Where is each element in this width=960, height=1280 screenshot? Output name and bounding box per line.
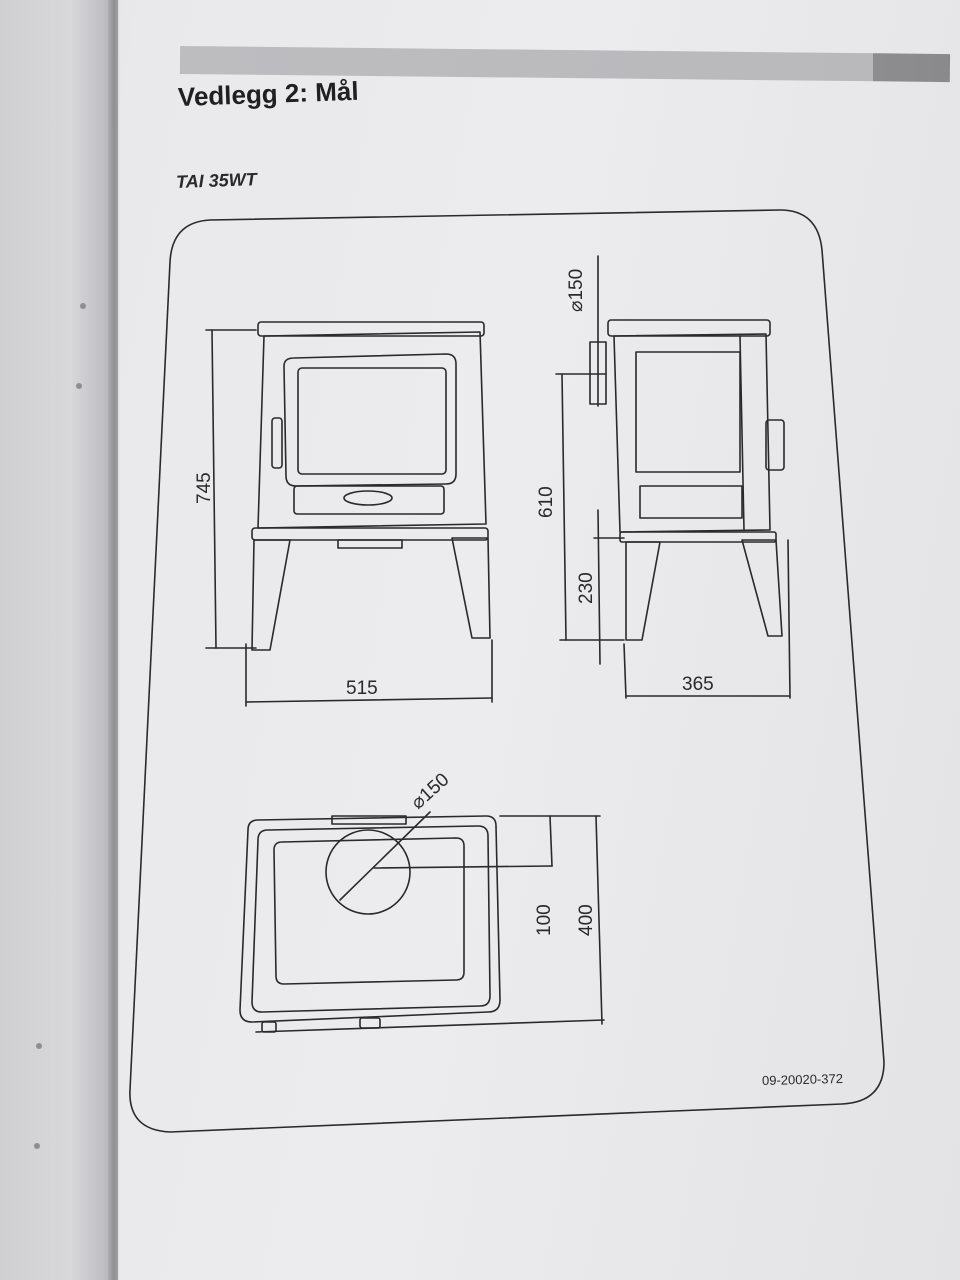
dim-side-flue-diameter: ⌀150 — [566, 269, 587, 312]
document-number: 09-20020-372 — [761, 1070, 844, 1089]
drawing-frame — [129, 209, 885, 1133]
dim-front-width: 515 — [346, 678, 378, 699]
binding-hole — [76, 383, 82, 389]
dim-top-depth: 400 — [576, 904, 597, 936]
dim-front-height: 745 — [194, 472, 215, 504]
dim-top-flue-diameter: ⌀150 — [407, 769, 453, 813]
binding-hole — [36, 1043, 42, 1049]
top-view — [239, 811, 605, 1033]
dim-side-leg-height: 230 — [576, 572, 597, 604]
binding-hole — [34, 1143, 40, 1149]
dim-side-depth: 365 — [682, 674, 714, 695]
dim-top-flue-offset: 100 — [534, 904, 555, 936]
page-fold-shadow — [108, 0, 120, 1280]
binding-hole — [80, 303, 86, 309]
dim-side-flue-height: 610 — [536, 486, 557, 518]
side-view — [555, 255, 791, 699]
book-spine-left-page — [0, 0, 118, 1280]
front-view — [205, 321, 493, 707]
